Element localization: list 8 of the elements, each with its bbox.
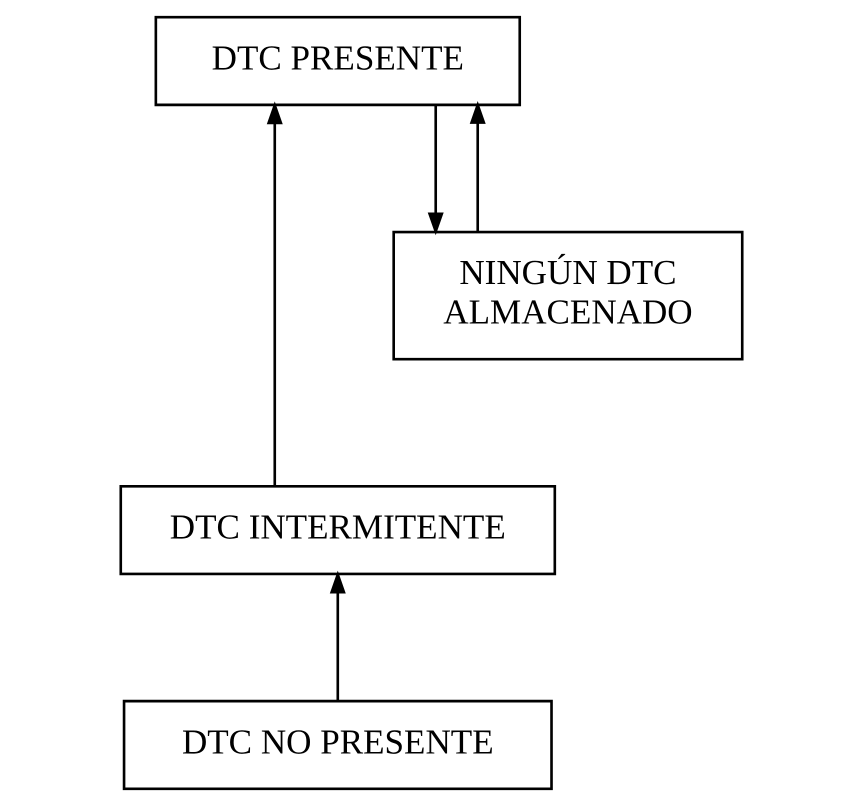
node-box: DTC INTERMITENTE xyxy=(119,484,556,576)
node-box: NINGÚN DTC ALMACENADO xyxy=(392,230,744,360)
arrow xyxy=(428,105,444,236)
arrow xyxy=(470,101,486,232)
arrow xyxy=(266,101,283,486)
node-box: DTC NO PRESENTE xyxy=(122,700,553,790)
arrow xyxy=(330,570,346,700)
node-box: DTC PRESENTE xyxy=(154,16,522,106)
